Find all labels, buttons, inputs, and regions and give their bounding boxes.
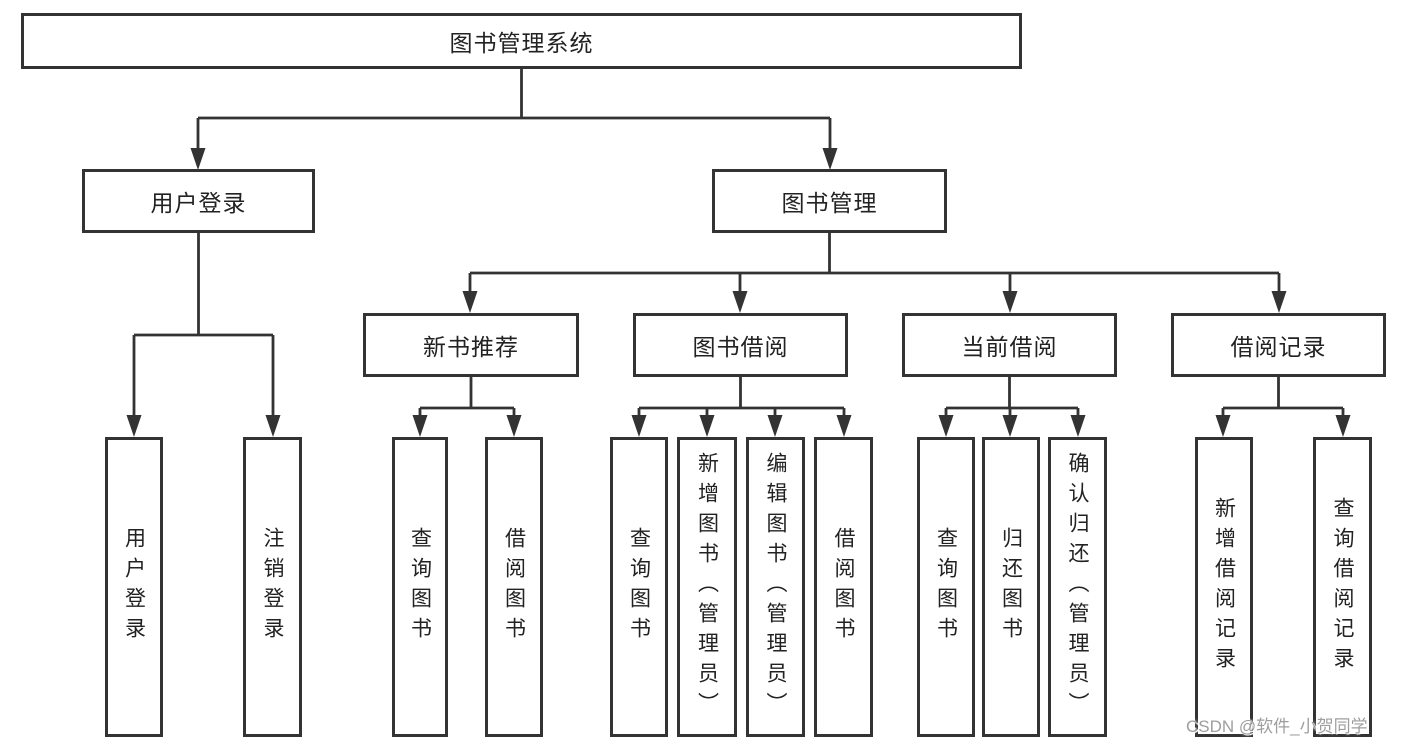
connector-borrow-records — [1215, 377, 1351, 437]
connector-current-borrow — [938, 377, 1086, 437]
leaf-borrow-add-books-admin: 新增图书（管理员） — [677, 437, 737, 737]
leaf-label: 查询借阅记录 — [1331, 497, 1354, 677]
node-label: 图书管理系统 — [449, 30, 594, 56]
leaf-borrow-query-books: 查询图书 — [610, 437, 668, 737]
leaf-label: 查询图书 — [408, 527, 432, 647]
leaf-label: 归还图书 — [999, 527, 1023, 647]
leaf-label: 查询图书 — [627, 527, 651, 647]
csdn-watermark: CSDN @软件_小贺同学 — [1186, 717, 1368, 736]
node-borrow-records: 借阅记录 — [1171, 313, 1386, 377]
leaf-logout: 注销登录 — [243, 437, 302, 737]
leaf-records-add-record: 新增借阅记录 — [1195, 437, 1253, 737]
leaf-label: 编辑图书（管理员） — [764, 452, 787, 722]
node-label: 图书借阅 — [692, 334, 789, 360]
leaf-newrec-borrow-books: 借阅图书 — [485, 437, 543, 737]
leaf-borrow-edit-books-admin: 编辑图书（管理员） — [746, 437, 805, 737]
leaf-label: 确认归还（管理员） — [1066, 452, 1089, 722]
leaf-label: 注销登录 — [261, 527, 284, 647]
node-label: 用户登录 — [150, 190, 247, 216]
leaf-current-confirm-return-admin: 确认归还（管理员） — [1048, 437, 1107, 737]
connector-book-management — [462, 233, 1287, 313]
connector-root — [190, 69, 838, 170]
leaf-label: 用户登录 — [122, 527, 146, 647]
leaf-label: 借阅图书 — [502, 527, 526, 647]
node-label: 当前借阅 — [961, 334, 1058, 360]
leaf-label: 新增图书（管理员） — [695, 452, 719, 722]
node-book-borrow: 图书借阅 — [633, 313, 848, 377]
leaf-current-query-books: 查询图书 — [917, 437, 975, 737]
connector-book-borrow — [631, 377, 852, 437]
leaf-records-query-record: 查询借阅记录 — [1313, 437, 1372, 737]
node-current-borrow: 当前借阅 — [902, 313, 1117, 377]
leaf-label: 新增借阅记录 — [1212, 497, 1236, 677]
leaf-user-login: 用户登录 — [105, 437, 163, 737]
node-new-book-recommend: 新书推荐 — [363, 313, 579, 377]
leaf-current-return-books: 归还图书 — [982, 437, 1040, 737]
leaf-label: 借阅图书 — [832, 527, 855, 647]
connector-new-book-recommend — [412, 377, 522, 437]
node-root: 图书管理系统 — [21, 13, 1022, 69]
node-label: 新书推荐 — [423, 334, 519, 360]
leaf-borrow-borrow-books: 借阅图书 — [814, 437, 873, 737]
connector-user-login — [126, 233, 281, 437]
node-book-management: 图书管理 — [712, 169, 947, 233]
node-label: 借阅记录 — [1230, 334, 1327, 360]
node-user-login: 用户登录 — [82, 169, 315, 233]
leaf-newrec-query-books: 查询图书 — [392, 437, 448, 737]
leaf-label: 查询图书 — [934, 527, 958, 647]
node-label: 图书管理 — [781, 190, 878, 216]
